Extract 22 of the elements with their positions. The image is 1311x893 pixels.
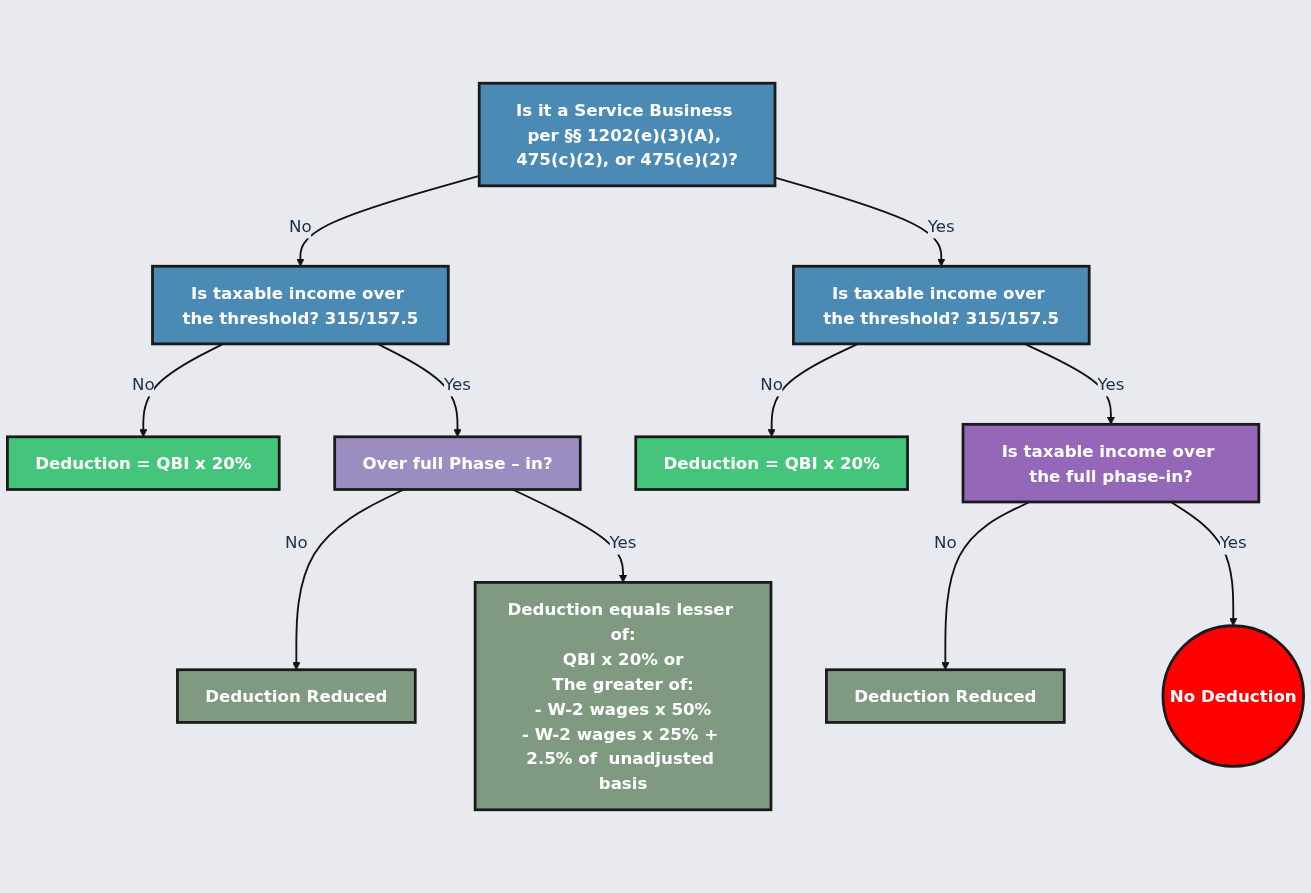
node-box: Is taxable income over the threshold? 315/157.5	[151, 264, 450, 346]
node-box: Deduction Reduced	[825, 668, 1066, 724]
edge-label: No	[285, 532, 308, 552]
edge-label: Yes	[609, 532, 637, 552]
edge-label: Yes	[927, 216, 955, 236]
node-box: Deduction equals lesser of: QBI x 20% or The greater of: - W-2 wages x 50% - W-2 wages x 25% + 2.5% of unadjusted basis	[473, 581, 773, 812]
node-box: Is taxable income over the threshold? 315/157.5	[792, 264, 1091, 346]
edge-label: No	[934, 532, 957, 552]
node-box: Deduction = QBI x 20%	[6, 435, 281, 491]
node-box: Deduction = QBI x 20%	[634, 435, 909, 491]
node-circle: No Deduction	[1161, 624, 1305, 768]
node-box: Is taxable income over the full phase-in?	[961, 422, 1261, 504]
node-box: Is it a Service Business per §§ 1202(e)(3)(A), 475(c)(2), or 475(e)(2)?	[477, 81, 777, 188]
edge-label: Yes	[444, 374, 471, 394]
arrow	[1170, 501, 1238, 627]
edge-label: Yes	[1097, 374, 1125, 394]
node-box: Deduction Reduced	[176, 668, 417, 724]
edge-label: No	[760, 374, 783, 394]
edge-label: No	[289, 216, 312, 236]
node-box: Over full Phase – in?	[333, 435, 582, 491]
edge-label: No	[131, 374, 155, 394]
edge-label: Yes	[1219, 532, 1247, 552]
